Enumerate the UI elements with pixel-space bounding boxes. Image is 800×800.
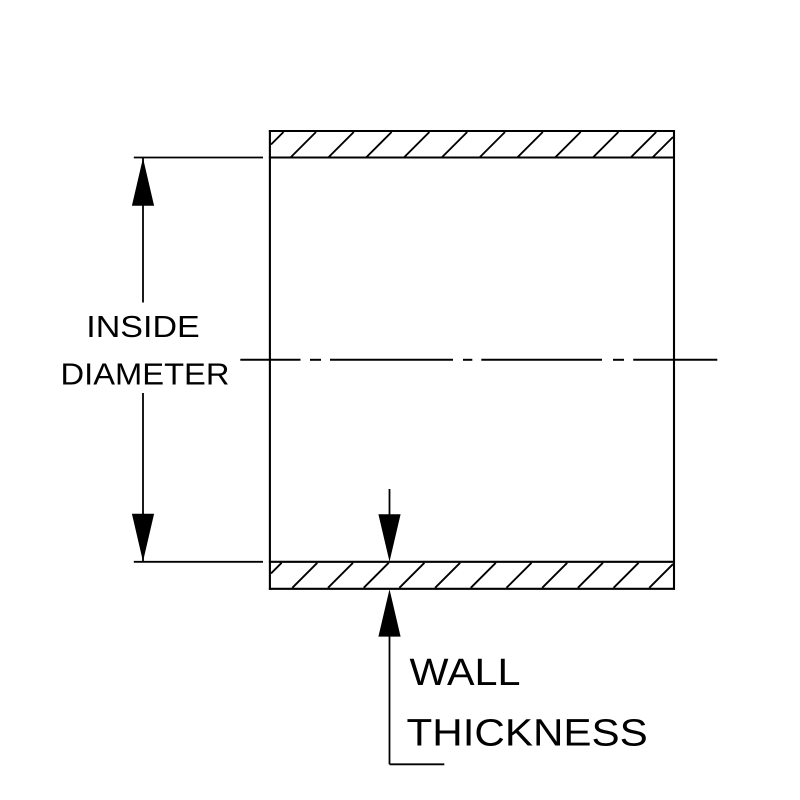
svg-text:WALL: WALL	[410, 651, 521, 693]
svg-text:DIAMETER: DIAMETER	[61, 356, 230, 391]
svg-text:THICKNESS: THICKNESS	[407, 711, 648, 754]
svg-text:INSIDE: INSIDE	[86, 310, 199, 344]
